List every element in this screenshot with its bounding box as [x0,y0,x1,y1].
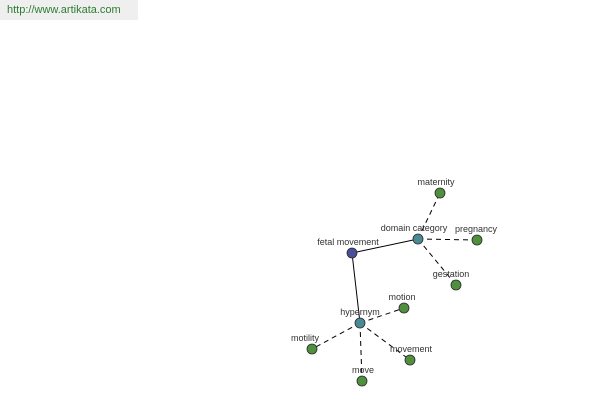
node-domain-category[interactable]: domain category [381,223,448,245]
edge-hypernym-movement [359,322,411,361]
site-url[interactable]: http://www.artikata.com [7,4,121,16]
node-maternity[interactable]: maternity [417,177,455,199]
node-label-move: move [352,365,374,375]
node-marker-movement[interactable] [404,354,416,366]
node-label-hypernym: hypernym [340,307,380,317]
node-motion[interactable]: motion [388,292,416,314]
node-label-maternity: maternity [417,177,455,187]
node-label-movement: movement [390,344,433,354]
node-label-fetal-movement: fetal movement [317,237,379,247]
node-movement[interactable]: movement [390,344,433,366]
edge-domain-category-pregnancy [417,238,478,241]
node-hypernym[interactable]: hypernym [340,307,380,329]
node-marker-pregnancy[interactable] [471,234,483,246]
edge-hypernym-move [359,322,363,382]
node-marker-motility[interactable] [306,343,318,355]
node-marker-hypernym[interactable] [354,317,366,329]
node-marker-gestation[interactable] [450,279,462,291]
edge-fetal-movement-hypernym [351,252,361,324]
node-marker-fetal-movement[interactable] [346,247,358,259]
node-label-pregnancy: pregnancy [455,224,498,234]
edge-hypernym-motion [359,307,405,324]
edge-domain-category-gestation [417,238,457,286]
node-fetal-movement[interactable]: fetal movement [317,237,379,259]
node-marker-motion[interactable] [398,302,410,314]
node-gestation[interactable]: gestation [433,269,470,291]
edge-hypernym-motility [311,322,361,350]
node-label-motility: motility [291,333,320,343]
edge-fetal-movement-domain-category [351,238,419,254]
node-label-domain-category: domain category [381,223,448,233]
node-marker-maternity[interactable] [434,187,446,199]
node-label-gestation: gestation [433,269,470,279]
node-move[interactable]: move [352,365,374,387]
node-pregnancy[interactable]: pregnancy [455,224,498,246]
node-motility[interactable]: motility [291,333,320,355]
node-marker-move[interactable] [356,375,368,387]
node-label-motion: motion [388,292,415,302]
url-bar: http://www.artikata.com [0,0,138,20]
node-marker-domain-category[interactable] [412,233,424,245]
